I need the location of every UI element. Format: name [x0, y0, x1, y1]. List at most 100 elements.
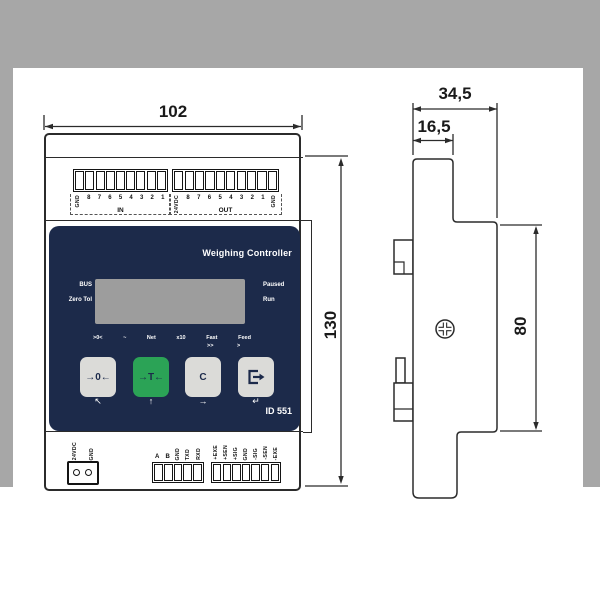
terminal-cell: [85, 171, 95, 190]
dim-line-34-5: [412, 103, 498, 218]
dim-16-5: 16,5: [417, 117, 451, 136]
dim-line-102: [43, 115, 303, 130]
fast-arrows: >>: [207, 343, 214, 349]
terminal-cell: [156, 171, 166, 190]
status-zero-tol: Zero Tol: [68, 297, 92, 303]
terminal-cell: [173, 464, 183, 481]
indicator-fast: Fast: [206, 335, 218, 341]
terminal-cell: [194, 171, 205, 190]
power-pin: [85, 468, 92, 476]
terminal-label: 7: [97, 195, 102, 201]
indicator-x10: x10: [176, 335, 186, 341]
terminal-label: 6: [108, 195, 112, 201]
terminal-label-col: 3: [136, 195, 147, 213]
terminal-cell: [232, 464, 241, 481]
terminal-block-out: [172, 169, 279, 192]
terminal-label: 1: [261, 195, 265, 201]
dim-line-130: [305, 155, 348, 487]
terminal-cell: [246, 171, 257, 190]
terminal-label: +EXE: [213, 445, 219, 460]
operator-panel: Weighing Controller BUS Zero Tol Paused …: [49, 226, 300, 431]
terminal-cell: [213, 464, 222, 481]
terminal-label-col: 3: [236, 195, 247, 213]
terminal-label: B: [165, 454, 170, 460]
section-divider-lower: [46, 431, 303, 432]
terminal-label: 1: [161, 195, 165, 201]
terminal-label: 24VDC: [71, 441, 78, 460]
indicator-feed: Feed: [238, 335, 251, 341]
terminal-label: A: [155, 454, 160, 460]
terminal-label-col: 1: [258, 195, 269, 213]
status-paused: Paused: [263, 282, 285, 288]
terminal-label-col: -SIG: [251, 429, 261, 460]
feed-arrow: >: [237, 343, 241, 349]
terminal-label-col: B: [162, 431, 172, 460]
terminal-label: 6: [207, 195, 212, 201]
terminal-cell: [154, 464, 163, 481]
terminal-label-col: 8: [84, 195, 95, 213]
terminal-label: 5: [118, 195, 123, 201]
power-labels: 24VDC GND: [66, 433, 100, 460]
housing-profile: [412, 158, 498, 499]
dimension-arrowheads: [45, 106, 539, 484]
terminal-cell: [146, 171, 156, 190]
terminal-label-col: 4: [226, 195, 237, 213]
terminal-label: GND: [243, 447, 249, 460]
group-label-out: OUT: [218, 207, 233, 214]
hint-arrow-enter: ↵: [252, 396, 260, 406]
terminal-label-col: -EXE: [271, 429, 281, 460]
terminal-label: -EXE: [273, 446, 279, 460]
terminal-label: 3: [139, 195, 144, 201]
terminal-label: 4: [229, 195, 233, 201]
terminal-cell: [115, 171, 125, 190]
terminal-label-col: 7: [193, 195, 204, 213]
terminal-label-col: GND: [83, 433, 100, 460]
terminal-label: GND: [175, 447, 182, 460]
power-connector: [67, 461, 99, 485]
terminal-label: RXD: [195, 448, 202, 460]
dim-102: 102: [158, 102, 188, 121]
terminal-label: -SEN: [263, 446, 269, 460]
zero-button: →0←: [80, 357, 116, 397]
side-view-profile: [393, 158, 498, 499]
terminal-label: 2: [250, 195, 254, 201]
terminal-label: 8: [186, 195, 190, 201]
terminal-label: +SIG: [233, 446, 239, 460]
terminal-label-col: RXD: [194, 431, 204, 460]
clear-button: C: [185, 357, 221, 397]
front-bezel-edge: [303, 220, 312, 433]
terminal-label-col: GND: [241, 429, 251, 460]
lcd-display: [95, 279, 245, 324]
terminal-cell: [215, 171, 225, 190]
terminal-label: 3: [239, 195, 244, 201]
status-bus: BUS: [79, 282, 92, 288]
group-bracket-out: OUT: [169, 194, 282, 215]
terminal-cell: [136, 171, 146, 190]
terminal-label-col: 6: [204, 195, 215, 213]
terminal-label-col: -SEN: [261, 429, 271, 460]
indicator-row: >0< ~ Net x10 Fast Feed: [93, 335, 251, 341]
terminal-cell: [236, 171, 246, 190]
terminal-cell: [260, 464, 270, 481]
terminal-cell: [226, 171, 236, 190]
transfer-button: [238, 357, 274, 397]
model-label: ID 551: [265, 406, 292, 416]
terminal-cell: [126, 171, 136, 190]
hint-arrow-up: ↑: [148, 396, 154, 406]
terminal-cell: [163, 464, 173, 481]
terminal-label-col: 2: [247, 195, 258, 213]
terminal-cell: [95, 171, 105, 190]
terminal-cell: [267, 171, 277, 190]
terminal-label-col: 7: [94, 195, 105, 213]
hint-arrow-nw: ↖: [94, 396, 102, 406]
terminal-cell: [183, 464, 193, 481]
power-pin: [72, 468, 80, 476]
dim-130: 130: [321, 310, 340, 340]
terminal-label-col: 5: [215, 195, 226, 213]
terminal-label: 2: [150, 195, 154, 201]
terminal-label-col: 6: [105, 195, 116, 213]
terminal-label: 7: [197, 195, 201, 201]
